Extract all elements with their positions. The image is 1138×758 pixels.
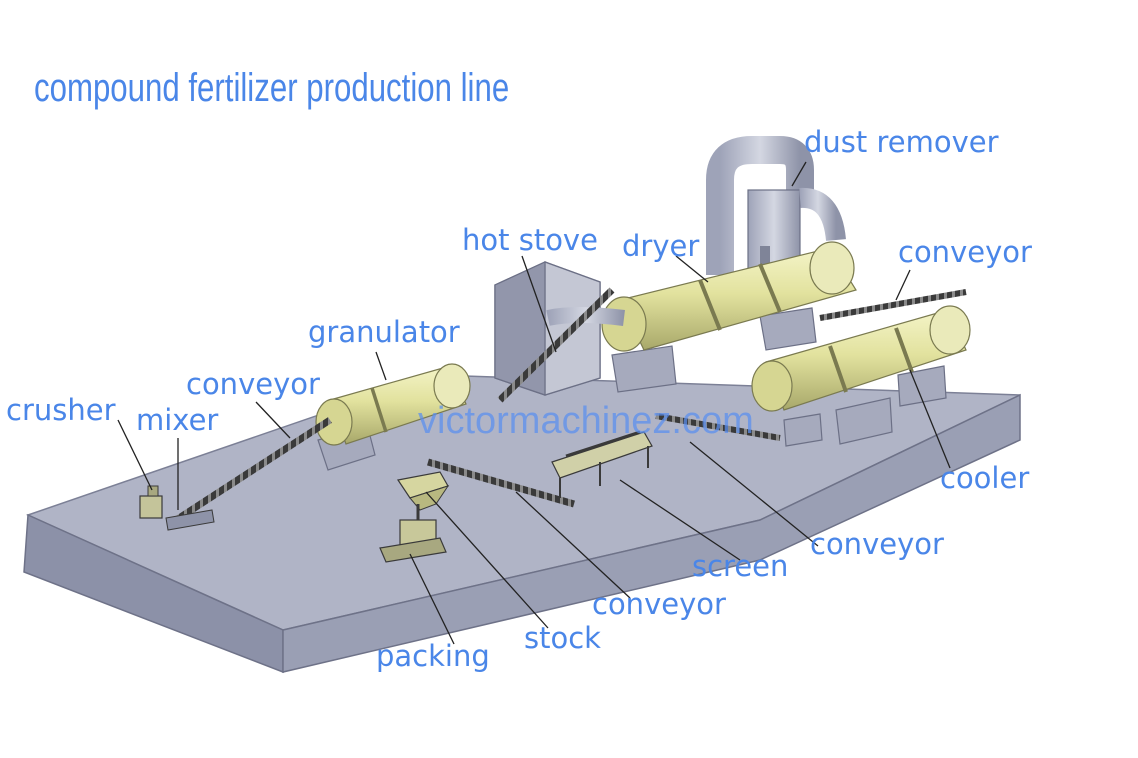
- crusher-mixer: [139, 485, 215, 531]
- label-granulator: granulator: [308, 315, 460, 349]
- cooler-drum: [751, 305, 971, 412]
- label-dust-remover: dust remover: [804, 125, 999, 159]
- packing-machine: [379, 504, 447, 563]
- label-dryer: dryer: [622, 229, 700, 263]
- label-mixer: mixer: [136, 403, 219, 437]
- screen-machine: [551, 430, 653, 498]
- label-crusher: crusher: [6, 393, 116, 427]
- diagram-title: compound fertilizer production line: [34, 66, 510, 110]
- granulator-drum: [315, 363, 471, 446]
- label-screen: screen: [692, 549, 789, 583]
- dust-remover: [706, 136, 846, 275]
- watermark: victormachinez.com: [418, 400, 754, 442]
- label-hot-stove: hot stove: [462, 223, 598, 257]
- label-conveyor-left: conveyor: [186, 367, 320, 401]
- label-cooler: cooler: [940, 461, 1030, 495]
- hot-stove-pipe: [546, 307, 625, 326]
- label-conveyor-bottom: conveyor: [592, 587, 726, 621]
- dryer-drum: [601, 241, 857, 352]
- label-conveyor-top: conveyor: [898, 235, 1032, 269]
- label-packing: packing: [376, 639, 490, 673]
- support-blocks: [317, 307, 947, 471]
- label-stock: stock: [524, 621, 601, 655]
- label-conveyor-right: conveyor: [810, 527, 944, 561]
- conveyors: [174, 287, 967, 523]
- platform-right-face: [282, 393, 1021, 673]
- leader-lines: [117, 161, 951, 645]
